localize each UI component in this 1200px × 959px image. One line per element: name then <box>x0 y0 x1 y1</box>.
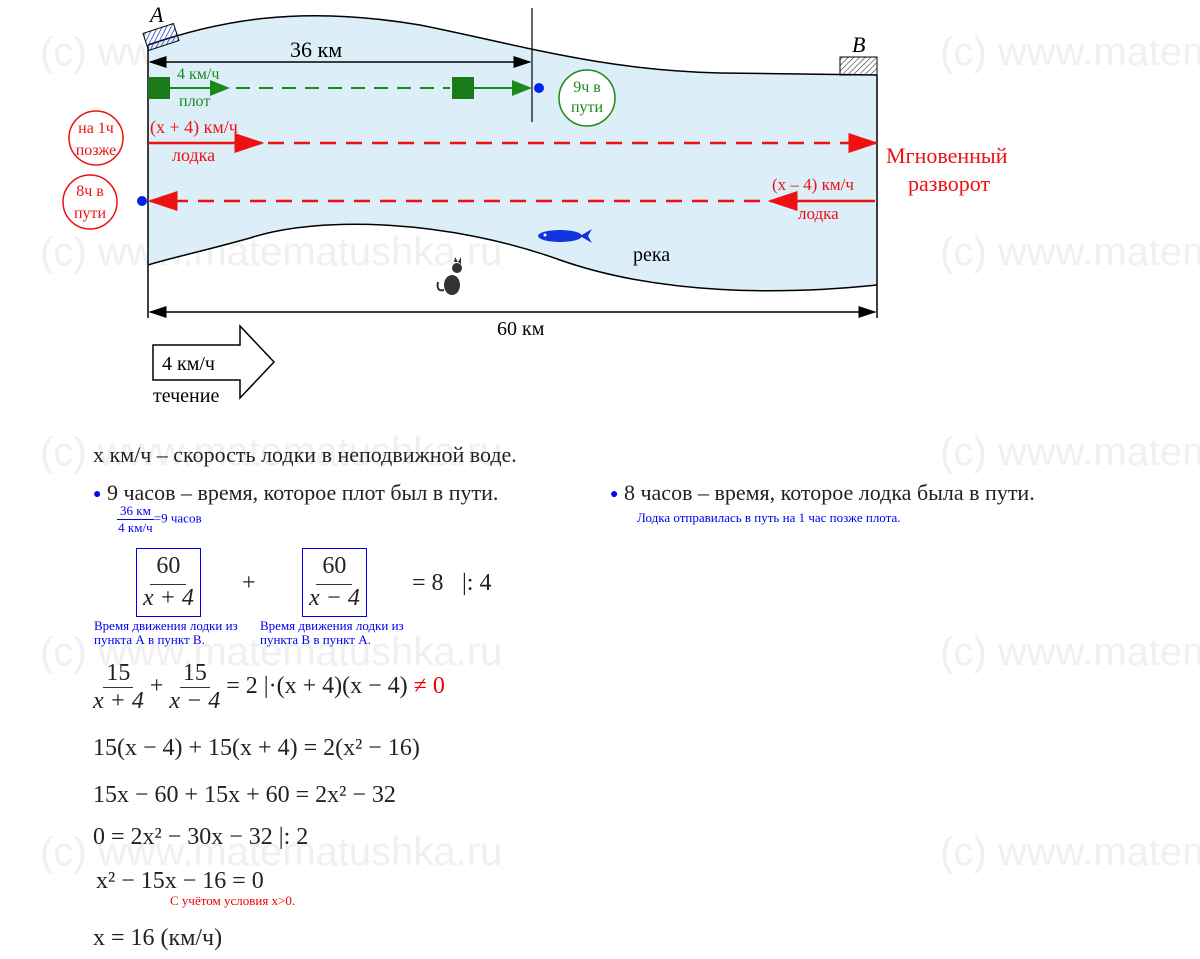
boat-note: Лодка отправилась в путь на 1 час позже … <box>637 510 901 525</box>
distance-60-label: 60 км <box>497 318 545 340</box>
calc-result: =9 часов <box>153 510 202 526</box>
watermark: (c) www.matem <box>940 430 1200 474</box>
turnaround-1: Мгновенный <box>886 143 1008 168</box>
numerator: 60 <box>150 553 187 585</box>
eq2-tail: = 2 |·(x + 4)(x − 4) <box>226 673 408 700</box>
intro-text: x км/ч – скорость лодки в неподвижной во… <box>93 442 517 467</box>
bullet-raft: ● 9 часов – время, которое плот был в пу… <box>93 480 498 506</box>
denominator: x + 4 <box>143 585 194 611</box>
boat-later-2: позже <box>76 142 117 159</box>
top-bank <box>147 15 878 76</box>
bullet-boat: ● 8 часов – время, которое лодка была в … <box>610 480 1035 506</box>
eq6: x² − 15x − 16 = 0 <box>96 868 264 894</box>
watermark: (c) www.matematushka.ru <box>40 230 503 274</box>
distance-36-label: 36 км <box>290 37 342 62</box>
boat-time-1: 8ч в <box>76 183 104 200</box>
answer: x = 16 (км/ч) <box>93 925 223 951</box>
numerator: 15 <box>179 660 210 688</box>
boat-speed-up: (x – 4) км/ч <box>772 175 854 194</box>
calc-num: 36 км <box>117 503 154 520</box>
eq1-operation: |: 4 <box>462 570 492 596</box>
note-ba: Время движения лодки из пункта В в пункт… <box>260 618 404 647</box>
river-label: река <box>633 244 670 266</box>
pier-b <box>839 56 878 76</box>
bottom-bank <box>147 223 878 292</box>
raft-start <box>148 77 170 99</box>
denominator: x − 4 <box>309 585 360 611</box>
raft-speed: 4 км/ч <box>177 66 219 83</box>
bullet-icon: ● <box>93 486 102 502</box>
eq3: 15(x − 4) + 15(x + 4) = 2(x² − 16) <box>93 735 420 761</box>
turnaround-2: разворот <box>908 171 990 196</box>
river <box>148 15 877 291</box>
current-label: течение <box>153 385 219 407</box>
watermark: (c) www.matematushka.ru <box>40 430 503 474</box>
current-arrow <box>152 324 276 400</box>
raft-label: плот <box>179 93 210 110</box>
boat-time-2: пути <box>74 205 107 222</box>
raft-time-2: пути <box>571 99 604 116</box>
pier-a <box>142 22 180 52</box>
plus-sign: + <box>149 673 164 700</box>
boat-label-down: лодка <box>172 145 215 165</box>
watermark: (c) www.matematushka.ru <box>40 830 503 874</box>
boat-label-up: лодка <box>798 204 839 223</box>
watermark: (c) www.matem <box>940 830 1200 874</box>
point-a-label: A <box>148 2 164 27</box>
eq6-note: С учётом условия x>0. <box>170 893 296 908</box>
watermark: (c) www.matematushka.ru <box>40 630 503 674</box>
river-diagram: A B 36 км 4 км/ч плот 9ч в пути (x + 4) … <box>62 2 1008 407</box>
denominator: x + 4 <box>93 688 144 714</box>
bullet-boat-text: 8 часов – время, которое лодка была в пу… <box>623 480 1035 505</box>
point-b-label: B <box>852 32 865 57</box>
note-ab: Время движения лодки из пункта А в пункт… <box>94 618 238 647</box>
fish-icon <box>538 229 592 243</box>
eq1-rhs: = 8 <box>412 570 444 596</box>
denominator: x − 4 <box>169 688 221 714</box>
plus-sign: + <box>242 570 256 596</box>
boat-later-1: на 1ч <box>78 120 114 137</box>
cat-icon <box>436 257 462 295</box>
watermark: (c) www.matem <box>940 230 1200 274</box>
bullet-raft-text: 9 часов – время, которое плот был в пути… <box>106 480 499 505</box>
current-speed: 4 км/ч <box>162 353 215 375</box>
numerator: 60 <box>316 553 353 585</box>
watermark: (c) www.matem <box>940 630 1200 674</box>
raft-end <box>452 77 474 99</box>
numerator: 15 <box>103 660 134 688</box>
eq4: 15x − 60 + 15x + 60 = 2x² − 32 <box>93 782 396 808</box>
calc-den: 4 км/ч <box>118 520 153 535</box>
raft-time-1: 9ч в <box>573 79 601 96</box>
bullet-icon: ● <box>610 486 619 502</box>
watermark: (c) www.matem <box>940 30 1200 74</box>
boat-speed-down: (x + 4) км/ч <box>150 117 238 138</box>
eq2-condition: ≠ 0 <box>413 673 445 700</box>
eq5: 0 = 2x² − 30x − 32 |: 2 <box>93 824 309 850</box>
